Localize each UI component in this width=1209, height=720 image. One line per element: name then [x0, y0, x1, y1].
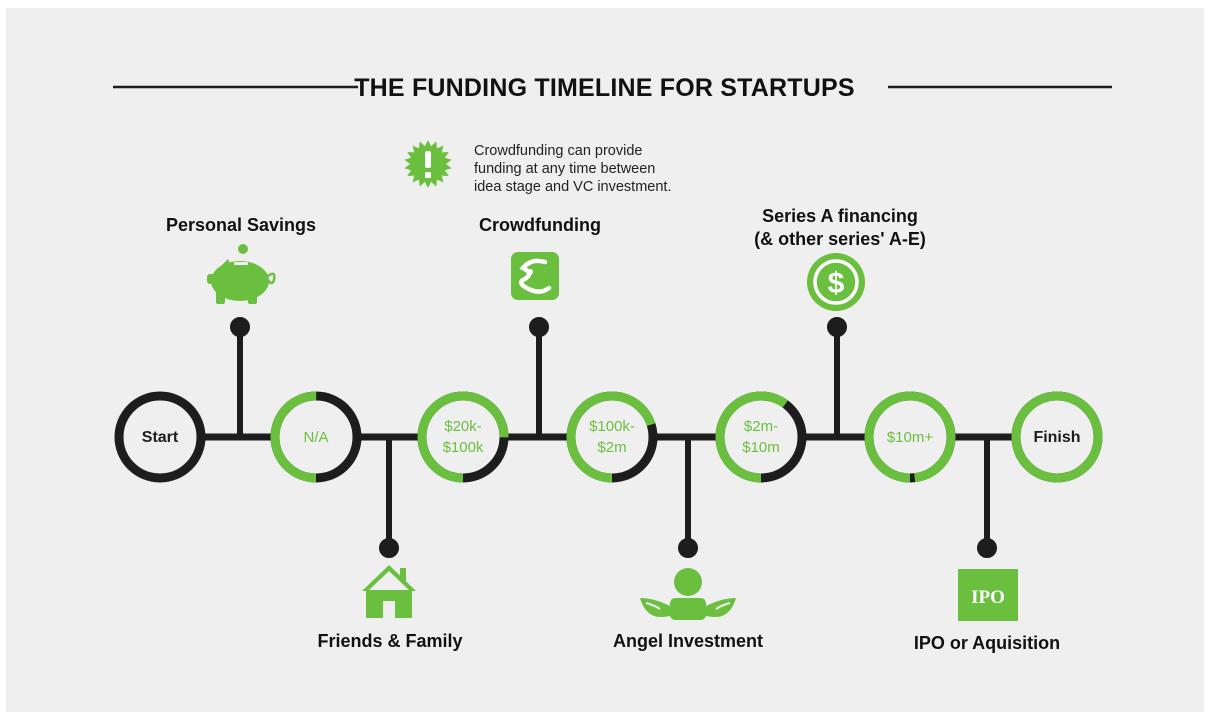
node-label-line: $100k- [589, 418, 635, 435]
node-ring-progress [566, 391, 658, 483]
node-ring-progress [864, 391, 956, 483]
node-label-line: $2m [597, 439, 627, 456]
dollar-icon: $ [807, 253, 865, 311]
label-angel-investment: Angel Investment [612, 631, 764, 651]
timeline-node-start [114, 391, 206, 483]
node-label-na: N/A [271, 427, 361, 448]
node-label-2m: $2m- $10m [716, 416, 806, 458]
timeline-node-na [270, 391, 362, 483]
timeline-node-20k [417, 391, 509, 483]
svg-text:$: $ [828, 267, 845, 300]
note-line: idea stage and VC investment. [474, 179, 672, 195]
node-ring-progress [1011, 391, 1103, 483]
node-label-10m: $10m+ [865, 427, 955, 448]
timeline-node-finish [1011, 391, 1103, 483]
exclamation-burst-icon [404, 140, 452, 188]
node-label-line: $20k- [444, 418, 482, 435]
node-ring-progress [715, 391, 807, 483]
timeline-nodes [114, 391, 1103, 483]
timeline-node-100k [566, 391, 658, 483]
label-friends-family: Friends & Family [317, 631, 463, 651]
timeline-node-2m [715, 391, 807, 483]
note-line: funding at any time between [474, 161, 656, 177]
node-label-line: Finish [1033, 428, 1081, 446]
node-label-20k: $20k- $100k [418, 416, 508, 458]
node-ring-progress [270, 391, 362, 483]
svg-text:IPO: IPO [971, 587, 1005, 608]
node-label-finish: Finish [1012, 427, 1102, 448]
note-line: Crowdfunding can provide [474, 143, 643, 159]
label-personal-savings: Personal Savings [165, 215, 317, 235]
label-crowdfunding: Crowdfunding [479, 215, 601, 235]
house-icon [362, 565, 416, 618]
ipo-icon: IPO [958, 569, 1018, 621]
title-text: THE FUNDING TIMELINE FOR STARTUPS [354, 74, 855, 102]
crowdfunding-icon [511, 252, 559, 300]
label-series-a: Series A financing (& other series' A-E) [754, 206, 926, 249]
node-label-line: $100k [442, 439, 484, 456]
node-label-line: $2m- [743, 418, 779, 435]
node-label-start: Start [115, 427, 205, 448]
node-label-line: Start [141, 428, 179, 446]
diagram-title: THE FUNDING TIMELINE FOR STARTUPS [0, 74, 1209, 103]
node-label-line: $10m [742, 439, 780, 456]
label-ipo: IPO or Aquisition [913, 633, 1061, 653]
node-ring-track [114, 391, 206, 483]
piggy-bank-icon [207, 244, 276, 304]
node-label-line: $10m+ [886, 428, 934, 446]
timeline-stems [230, 317, 997, 558]
crowdfunding-note: Crowdfunding can provide funding at any … [474, 142, 714, 196]
node-label-100k: $100k- $2m [567, 416, 657, 458]
angel-icon [640, 568, 736, 620]
timeline-node-10m [864, 391, 956, 483]
node-ring-progress [417, 391, 509, 483]
node-label-line: N/A [303, 428, 329, 446]
